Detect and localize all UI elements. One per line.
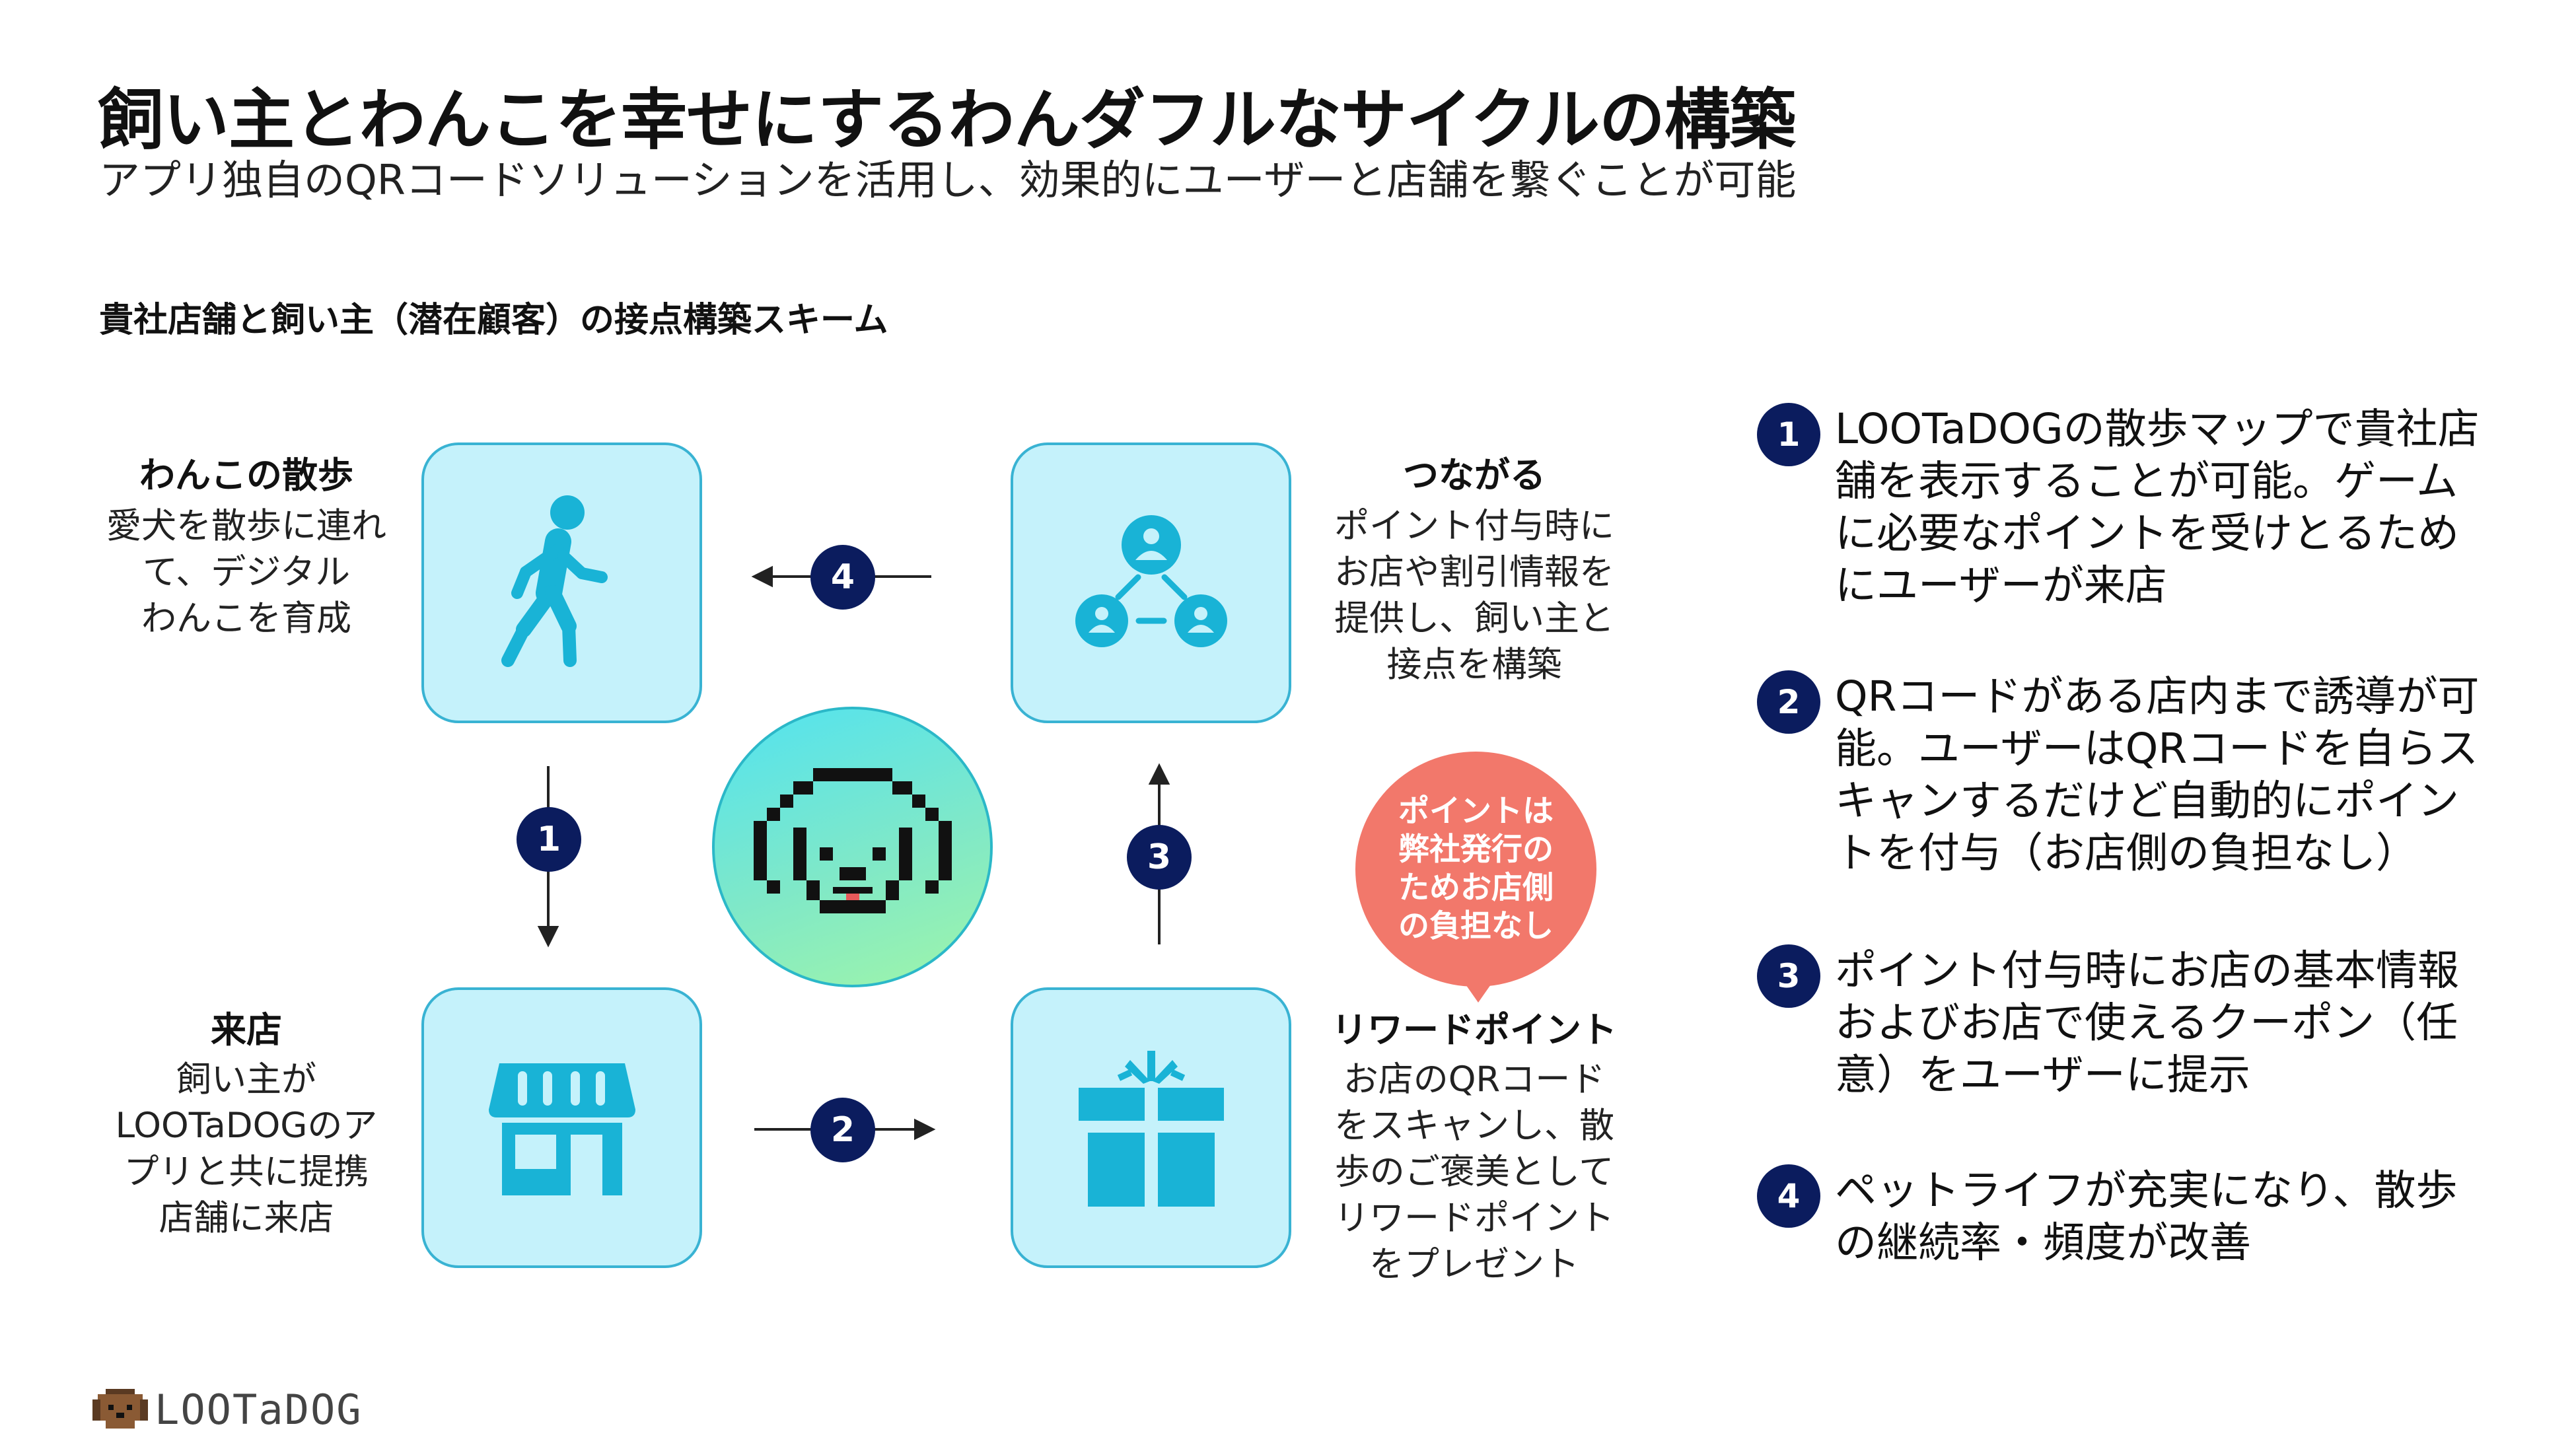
callout-bubble: ポイントは弊社発行のためお店側の負担なし (1355, 752, 1596, 987)
step-badge-1: 1 (517, 807, 581, 872)
visit-box (421, 987, 702, 1268)
connected-users-icon (1075, 514, 1227, 647)
note-4-text: ペットライフが充実になり、散歩の継続率・頻度が改善 (1835, 1166, 2458, 1267)
storefront-icon (488, 1063, 635, 1195)
pixel-dog-face-icon (753, 767, 952, 913)
dog-logo-icon (92, 1388, 148, 1429)
center-dog-circle (712, 707, 993, 987)
note-2-badge: 2 (1757, 670, 1820, 734)
walk-box (421, 442, 702, 723)
walk-title: わんこの散歩 (139, 454, 353, 496)
note-2: 2 QRコードがある店内まで誘導が可能。ユーザーはQRコードを自らスキャンするだ… (1757, 670, 2517, 882)
reward-box (1011, 987, 1291, 1268)
step-badge-2: 2 (810, 1098, 875, 1162)
arrow-1-head (537, 926, 559, 948)
callout-bubble-tail (1460, 976, 1497, 1003)
step-badge-3: 3 (1127, 825, 1192, 890)
arrow-2-head (914, 1118, 936, 1141)
note-2-text: QRコードがある店内まで誘導が可能。ユーザーはQRコードを自らスキャンするだけど… (1835, 672, 2480, 877)
connect-box (1011, 442, 1291, 723)
note-3: 3 ポイント付与時にお店の基本情報およびお店で使えるクーポン（任意）をユーザーに… (1757, 944, 2517, 1103)
note-1: 1 LOOTaDOGの散歩マップで貴社店舗を表示することが可能。ゲームに必要なポ… (1757, 403, 2517, 614)
reward-description: お店のQRコードをスキャンし、散歩のご褒美としてリワードポイントをプレゼント (1334, 1059, 1614, 1285)
walking-person-icon (501, 495, 608, 667)
page-title: 飼い主とわんこを幸せにするわんダフルなサイクルの構築 (98, 81, 1796, 159)
gift-icon (1078, 1051, 1224, 1207)
arrow-3-head (1148, 763, 1170, 785)
walk-description: 愛犬を散歩に連れて、デジタルわんこを育成 (106, 506, 386, 639)
note-4: 4 ペットライフが充実になり、散歩の継続率・頻度が改善 (1757, 1164, 2517, 1270)
note-3-text: ポイント付与時にお店の基本情報およびお店で使えるクーポン（任意）をユーザーに提示 (1835, 946, 2459, 1099)
connect-title: つながる (1403, 454, 1546, 496)
note-3-badge: 3 (1757, 944, 1820, 1008)
connect-description: ポイント付与時にお店や割引情報を提供し、飼い主と接点を構築 (1334, 506, 1614, 685)
step-badge-4: 4 (810, 545, 875, 610)
note-1-badge: 1 (1757, 403, 1820, 466)
arrow-4-head (751, 565, 773, 588)
note-1-text: LOOTaDOGの散歩マップで貴社店舗を表示することが可能。ゲームに必要なポイン… (1835, 405, 2480, 610)
reward-title: リワードポイント (1332, 1009, 1617, 1051)
scheme-title: 貴社店舗と飼い主（潜在顧客）の接点構築スキーム (99, 300, 888, 340)
page-subtitle: アプリ独自のQRコードソリューションを活用し、効果的にユーザーと店舗を繋ぐことが… (99, 156, 1797, 204)
note-4-badge: 4 (1757, 1164, 1820, 1228)
lootadog-logo: LOOTaDOG (92, 1386, 363, 1434)
visit-title: 来店 (211, 1009, 282, 1051)
logo-text: LOOTaDOG (155, 1386, 363, 1434)
